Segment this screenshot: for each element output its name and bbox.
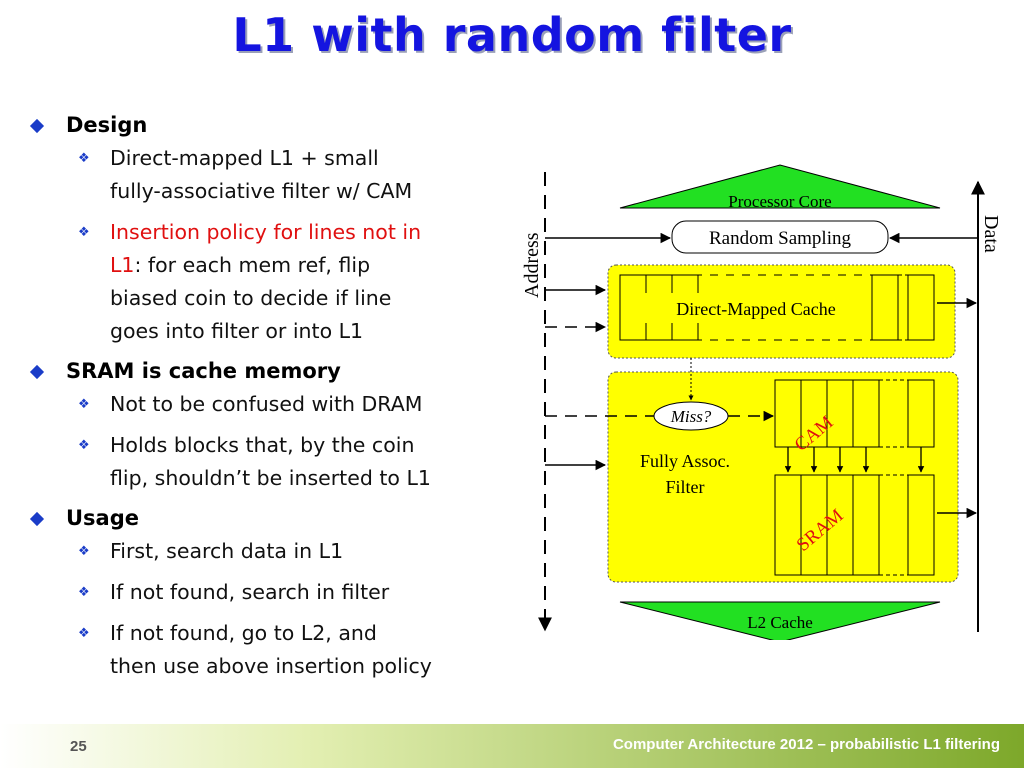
bullet-list: Design ❖ Direct-mapped L1 + small fully-… — [29, 110, 510, 691]
diamond-bullet-icon — [29, 364, 45, 380]
star-bullet-icon: ❖ — [78, 438, 90, 453]
data-label: Data — [980, 215, 1002, 253]
page-number: 25 — [70, 738, 87, 755]
random-sampling-label: Random Sampling — [709, 228, 851, 249]
footer-bar: 25 Computer Architecture 2012 – probabil… — [0, 724, 1024, 768]
fully-assoc-label-line2: Filter — [666, 477, 705, 497]
sub-bullet-search-l1: ❖ First, search data in L1 — [30, 535, 510, 568]
direct-mapped-cache-block: Direct-Mapped Cache — [607, 264, 956, 359]
address-label: Address — [521, 232, 543, 298]
miss-decision: Miss? — [653, 401, 729, 431]
star-bullet-icon: ❖ — [78, 626, 90, 641]
sub-bullet-direct-mapped: ❖ Direct-mapped L1 + small fully-associa… — [30, 142, 510, 208]
l2-cache-label: L2 Cache — [747, 613, 813, 632]
bullet-design: Design — [29, 110, 510, 140]
sub-bullet-not-dram: ❖ Not to be confused with DRAM — [30, 388, 510, 421]
diamond-bullet-icon — [29, 511, 45, 527]
l2-cache-block: L2 Cache — [619, 601, 941, 640]
cam-to-sram-arrows — [784, 447, 925, 473]
footer-text: Computer Architecture 2012 – probabilist… — [612, 736, 1000, 753]
slide-title: L1 with random filter — [232, 8, 792, 62]
star-bullet-icon: ❖ — [78, 544, 90, 559]
diamond-bullet-icon — [29, 118, 45, 134]
cache-diagram: Processor Core Address Data Random Sampl… — [521, 164, 1002, 640]
direct-mapped-cache-label: Direct-Mapped Cache — [676, 299, 835, 319]
star-bullet-icon: ❖ — [78, 151, 90, 166]
sub-bullet-holds-blocks: ❖ Holds blocks that, by the coin flip, s… — [30, 429, 510, 495]
star-bullet-icon: ❖ — [78, 397, 90, 412]
bullet-usage: Usage — [29, 503, 510, 533]
processor-core-label: Processor Core — [728, 192, 831, 211]
star-bullet-icon: ❖ — [78, 225, 90, 240]
star-bullet-icon: ❖ — [78, 585, 90, 600]
filter-block: CAM SRAM Fully Assoc. Filter Miss? — [607, 371, 959, 583]
sub-bullet-search-filter: ❖ If not found, search in filter — [30, 576, 510, 609]
sub-bullet-go-to-l2: ❖ If not found, go to L2, and then use a… — [30, 617, 510, 683]
fully-assoc-label-line1: Fully Assoc. — [640, 451, 730, 471]
processor-core-block: Processor Core — [619, 164, 941, 211]
miss-label: Miss? — [670, 407, 712, 426]
sub-bullet-insertion-policy: ❖ Insertion policy for lines not in L1: … — [30, 216, 510, 348]
bullet-sram: SRAM is cache memory — [29, 356, 510, 386]
random-sampling-block: Random Sampling — [671, 220, 889, 254]
